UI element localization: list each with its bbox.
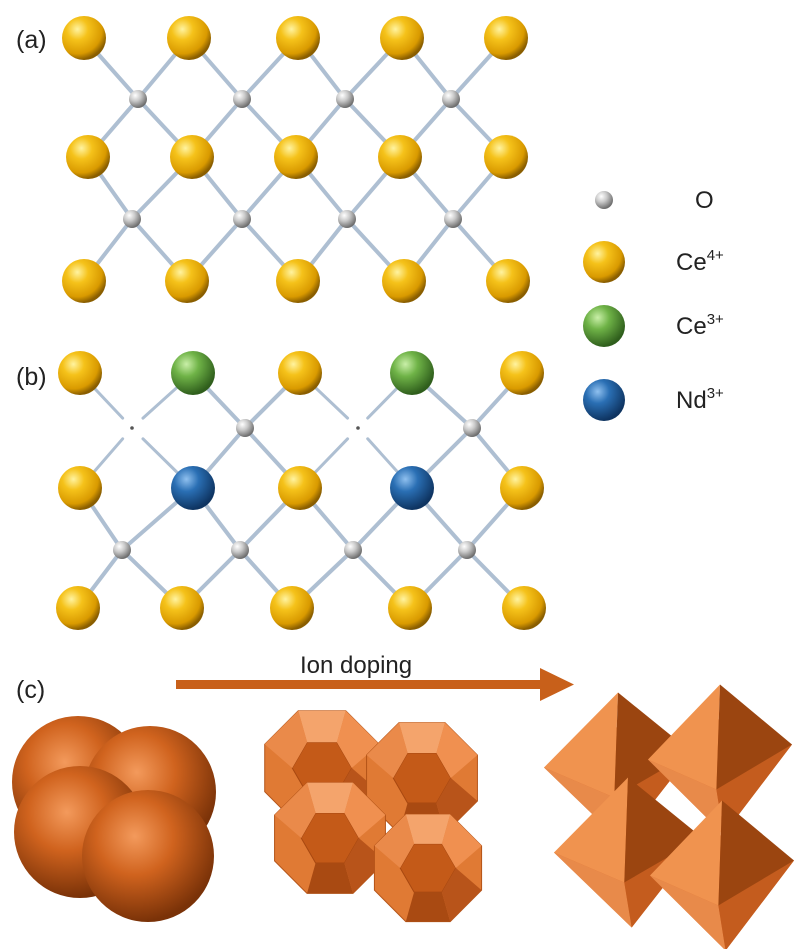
truncated-octahedron-particle xyxy=(274,782,386,894)
legend-item-ce4: Ce4+ xyxy=(583,241,724,283)
sphere-particle xyxy=(82,790,214,922)
ce4-atom xyxy=(484,135,528,179)
legend-label-ce3: Ce3+ xyxy=(676,311,724,340)
ion-doping-arrow: Ion doping xyxy=(176,652,574,701)
ce3-atom-icon xyxy=(583,305,625,347)
legend-item-oxygen: O xyxy=(595,187,714,214)
ce4-atom xyxy=(274,135,318,179)
ce4-atom xyxy=(56,586,100,630)
ce4-atom xyxy=(167,16,211,60)
arrow-shaft xyxy=(176,680,546,689)
ce4-atom xyxy=(276,259,320,303)
nd3-atom-icon xyxy=(583,379,625,421)
oxygen-atom xyxy=(236,419,254,437)
panel-label-c: (c) xyxy=(16,676,45,704)
octahedron-particle xyxy=(544,692,692,843)
ce4-atom xyxy=(270,586,314,630)
oxygen-atom xyxy=(231,541,249,559)
ce4-atom xyxy=(388,586,432,630)
ce4-atom xyxy=(66,135,110,179)
ce3-atom xyxy=(390,351,434,395)
octahedron-particles xyxy=(544,684,794,949)
ce4-atom xyxy=(58,351,102,395)
ce4-atom xyxy=(278,466,322,510)
ce4-atom xyxy=(62,259,106,303)
oxygen-atom xyxy=(233,210,251,228)
oxygen-atom xyxy=(442,90,460,108)
ce4-atom xyxy=(58,466,102,510)
truncated-octahedron-particle xyxy=(366,722,478,834)
ce4-atom xyxy=(382,259,426,303)
nd3-atom xyxy=(390,466,434,510)
oxygen-atom xyxy=(129,90,147,108)
ce4-atom xyxy=(502,586,546,630)
truncated-octahedron-particles xyxy=(264,710,483,923)
oxygen-atom xyxy=(113,541,131,559)
lattice-pure-ceria xyxy=(62,16,530,303)
oxygen-atom-icon xyxy=(595,191,613,209)
lattice-doped-ceria xyxy=(56,351,546,630)
oxygen-vacancy xyxy=(130,426,134,430)
sphere-particles xyxy=(12,716,216,922)
legend: O Ce4+ Ce3+ Nd3+ xyxy=(583,187,724,421)
ce4-atom xyxy=(500,466,544,510)
nd3-atom xyxy=(171,466,215,510)
legend-item-ce3: Ce3+ xyxy=(583,305,724,347)
ce4-atom xyxy=(62,16,106,60)
arrow-label: Ion doping xyxy=(300,652,412,679)
oxygen-atom xyxy=(233,90,251,108)
ce4-atom xyxy=(170,135,214,179)
ce4-atom xyxy=(500,351,544,395)
ce4-atom xyxy=(380,16,424,60)
ce4-atom xyxy=(486,259,530,303)
truncated-octahedron-particle xyxy=(373,813,483,923)
legend-item-nd3: Nd3+ xyxy=(583,379,724,421)
ce4-atom xyxy=(278,351,322,395)
oxygen-vacancy xyxy=(356,426,360,430)
octahedron-particle xyxy=(648,684,792,835)
oxygen-atom xyxy=(463,419,481,437)
panel-label-a: (a) xyxy=(16,26,47,54)
oxygen-atom xyxy=(344,541,362,559)
legend-label-oxygen: O xyxy=(695,187,714,214)
ce4-atom xyxy=(160,586,204,630)
ce4-atom xyxy=(165,259,209,303)
ce4-atom xyxy=(484,16,528,60)
panel-label-b: (b) xyxy=(16,363,47,391)
oxygen-atom xyxy=(338,210,356,228)
ce4-atom xyxy=(378,135,422,179)
oxygen-atom xyxy=(458,541,476,559)
oxygen-atom xyxy=(123,210,141,228)
octahedron-particle xyxy=(650,800,794,949)
ce4-atom-icon xyxy=(583,241,625,283)
legend-label-ce4: Ce4+ xyxy=(676,247,724,276)
arrow-head-icon xyxy=(540,668,574,701)
ce3-atom xyxy=(171,351,215,395)
oxygen-atom xyxy=(336,90,354,108)
ce4-atom xyxy=(276,16,320,60)
legend-label-nd3: Nd3+ xyxy=(676,385,724,414)
oxygen-atom xyxy=(444,210,462,228)
